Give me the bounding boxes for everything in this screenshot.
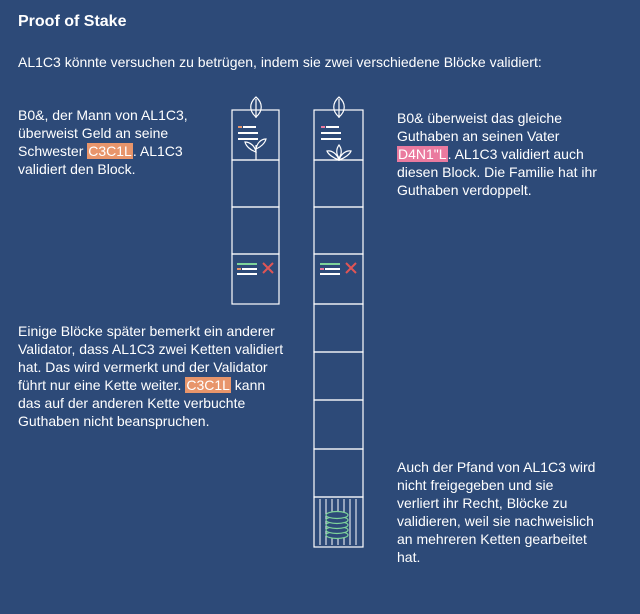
right-block-9 [313, 496, 364, 548]
right-chain-note: B0& überweist das gleiche Guthaben an se… [397, 109, 597, 199]
leaf-icon [333, 96, 345, 118]
right-block-7 [313, 399, 364, 450]
right-block-5 [313, 303, 364, 353]
intro-text: AL1C3 könnte versuchen zu betrügen, inde… [18, 54, 542, 70]
leaf-icon [250, 96, 262, 118]
left-block-2 [231, 159, 280, 208]
left-note-text-a: B0&, der Mann von AL1C3, überweist Geld … [18, 107, 188, 159]
right-note-name-highlight: D4N1"L [397, 146, 448, 162]
left-block-4 [231, 253, 280, 305]
left-block-3 [231, 206, 280, 255]
rejected-transaction-icon [237, 262, 274, 275]
transaction-icon [321, 126, 341, 140]
right-block-2 [313, 159, 364, 208]
validator-note-name-highlight: C3C1L [185, 377, 231, 393]
validator-note-text-b: kann das auf der anderen Kette verbuchte… [18, 377, 266, 429]
rejected-transaction-icon [320, 262, 357, 275]
left-chain-note: B0&, der Mann von AL1C3, überweist Geld … [18, 106, 233, 178]
right-block-6 [313, 351, 364, 401]
page-title: Proof of Stake [18, 13, 127, 30]
left-note-name-highlight: C3C1L [87, 143, 133, 159]
right-block-8 [313, 448, 364, 498]
right-block-3 [313, 206, 364, 255]
sprout-icon [244, 138, 267, 160]
stake-note: Auch der Pfand von AL1C3 wird nicht frei… [397, 459, 596, 565]
left-note-text-b: . AL1C3 validiert den Block. [18, 143, 183, 177]
validator-note: Einige Blöcke später bemerkt ein anderer… [18, 322, 288, 430]
validator-note-text-a: Einige Blöcke später bemerkt ein anderer… [18, 323, 284, 393]
coin-stack-icon [325, 510, 349, 540]
right-note-text-b: . AL1C3 validiert auch diesen Block. Die… [397, 146, 597, 198]
plant-icon [326, 143, 352, 161]
transaction-icon [238, 126, 258, 140]
right-block-4 [313, 253, 364, 305]
right-note-text-a: B0& überweist das gleiche Guthaben an se… [397, 110, 562, 144]
right-chain [313, 109, 364, 548]
